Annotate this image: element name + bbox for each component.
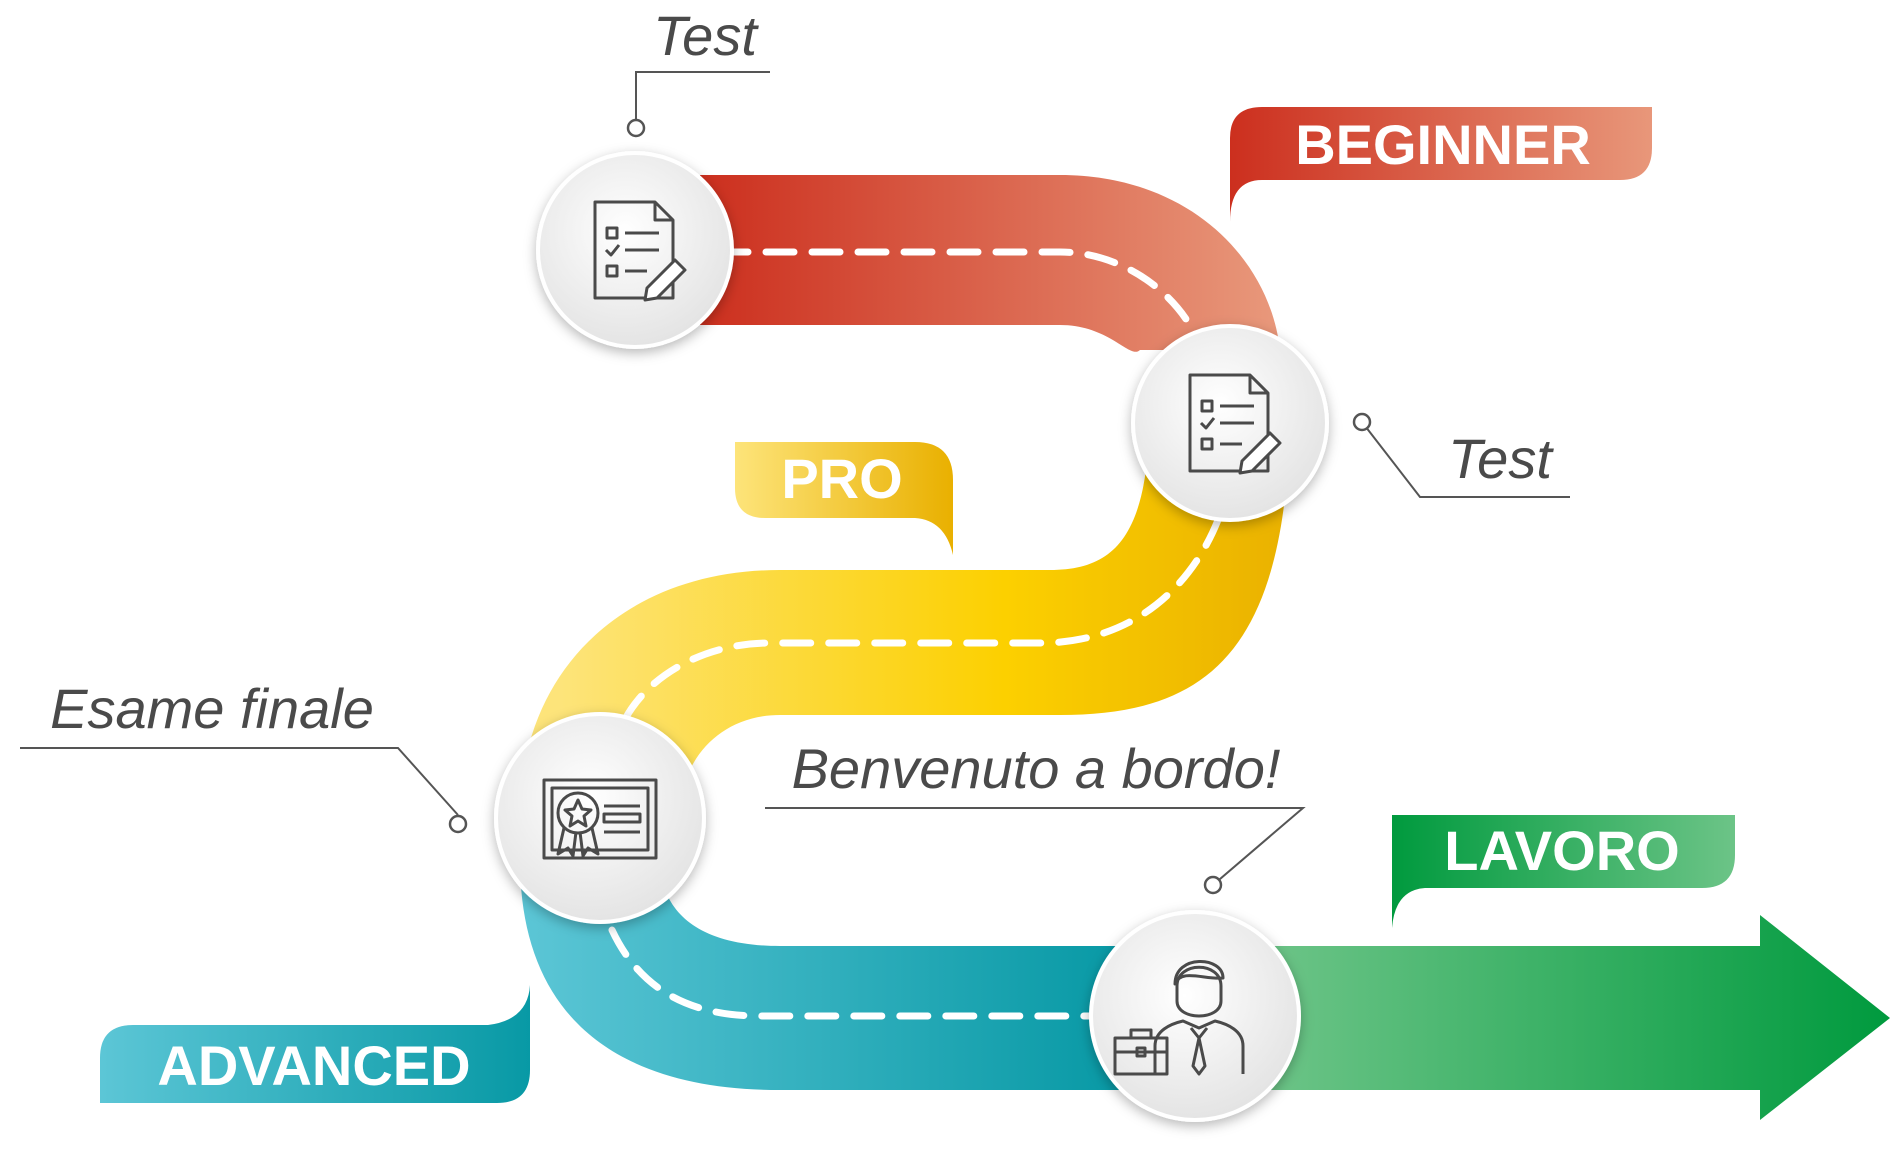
tag-beginner: BEGINNER [1230, 107, 1652, 222]
label-benvenuto: Benvenuto a bordo! [792, 737, 1281, 800]
road-advanced [520, 860, 1120, 1090]
label-test-2: Test [1448, 427, 1554, 490]
path-dashes [608, 248, 1222, 1020]
label-esame-finale: Esame finale [50, 677, 374, 740]
tag-pro-label: PRO [781, 447, 902, 510]
tag-advanced: ADVANCED [100, 985, 530, 1103]
test-document-icon [593, 200, 687, 302]
tag-pro: PRO [735, 442, 953, 555]
road-lavoro [1270, 915, 1890, 1120]
tag-beginner-label: BEGINNER [1295, 113, 1591, 176]
tag-lavoro: LAVORO [1392, 815, 1735, 928]
road-pro [520, 400, 1290, 815]
certificate-icon [542, 778, 658, 860]
label-test-1: Test [653, 4, 759, 67]
leader-lines [20, 71, 1570, 886]
businessman-icon [1113, 960, 1245, 1076]
leader-dots [448, 118, 1372, 895]
node-esame-finale [494, 712, 706, 924]
test-document-icon [1188, 373, 1282, 475]
tag-lavoro-label: LAVORO [1444, 819, 1679, 882]
tag-advanced-label: ADVANCED [157, 1034, 470, 1097]
road-beginner [700, 175, 1280, 352]
